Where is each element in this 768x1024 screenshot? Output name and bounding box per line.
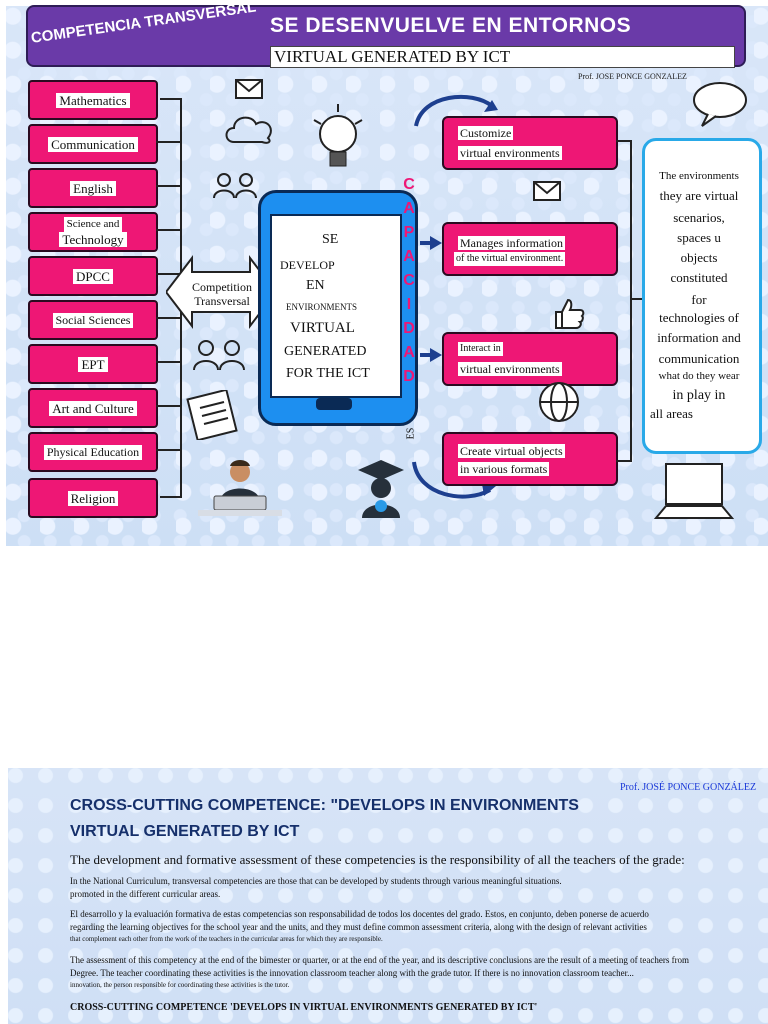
- arrow-right-icon: [430, 236, 442, 250]
- users-icon: [213, 173, 257, 199]
- curved-arrow-icon: [412, 461, 496, 499]
- subject-communication: Communication: [28, 124, 158, 164]
- competition-label: Competition Transversal: [192, 280, 252, 308]
- subject-english: English: [28, 168, 158, 208]
- globe-icon: [539, 382, 579, 422]
- document-page: [8, 768, 768, 1024]
- connector-line: [156, 449, 180, 451]
- capacidad-letter: I: [406, 296, 412, 313]
- capacidad-letter: D: [403, 368, 415, 385]
- phone-home-button: [316, 398, 352, 410]
- capacidad-letter: A: [403, 200, 415, 217]
- definition-line: what do they wear: [658, 370, 740, 382]
- subject-social-sciences: Social Sciences: [28, 300, 158, 340]
- laptop-icon: [653, 463, 735, 519]
- connector-line: [156, 361, 180, 363]
- capacity-manages-information: Manages information of the virtual envir…: [442, 222, 618, 276]
- paragraph-line: promoted in the different curricular are…: [70, 889, 221, 899]
- definition-line: all areas: [650, 406, 693, 421]
- thumbs-up-icon: [555, 298, 585, 329]
- connector-line: [156, 185, 180, 187]
- document-author: Prof. JOSÉ PONCE GONZÁLEZ: [620, 782, 757, 793]
- capacidad-es-label: ES: [405, 427, 417, 440]
- infographic-title: SE DESENVUELVE EN ENTORNOS: [270, 14, 632, 37]
- paragraph-line: El desarrollo y la evaluación formativa …: [70, 909, 649, 919]
- arrow-shaft: [420, 241, 432, 245]
- definition-line: objects: [680, 250, 718, 265]
- graduate-icon: [358, 460, 404, 518]
- subject-dpcc: DPCC: [28, 256, 158, 296]
- definition-line: for: [691, 292, 707, 307]
- capacidad-letter: A: [403, 344, 415, 361]
- phone-screen: SE DEVELOP EN ENVIRONMENTS VIRTUAL GENER…: [270, 214, 402, 398]
- speech-bubble-icon: [693, 82, 747, 127]
- capacidad-letter: C: [403, 272, 415, 289]
- envelope-icon: [235, 79, 263, 99]
- definition-line: The environments: [659, 170, 739, 182]
- environments-definition-box: [642, 138, 762, 454]
- arrow-right-icon: [430, 348, 442, 362]
- definition-line: spaces u: [677, 230, 721, 245]
- users-icon: [193, 340, 245, 371]
- definition-line: scenarios,: [673, 210, 725, 225]
- capacity-customize: Customize virtual environments: [442, 116, 618, 170]
- phone-text: VIRTUAL: [290, 320, 355, 336]
- capacidad-letter: C: [403, 176, 415, 193]
- connector-line: [156, 405, 180, 407]
- connector-line: [156, 141, 180, 143]
- document-intro: The development and formative assessment…: [70, 852, 685, 867]
- student-at-laptop-icon: [198, 460, 282, 516]
- arrow-shaft: [420, 353, 432, 357]
- paragraph-line: The assessment of this competency at the…: [70, 955, 690, 965]
- connector-line: [156, 317, 180, 319]
- connector-line: [156, 229, 180, 231]
- capacities-bracket: [616, 140, 632, 462]
- capacity-create-objects: Create virtual objects in various format…: [442, 432, 618, 486]
- capacidad-letter: P: [403, 224, 415, 241]
- subject-religion: Religion: [28, 478, 158, 518]
- subject-ept: EPT: [28, 344, 158, 384]
- phone-text: FOR THE ICT: [286, 366, 370, 381]
- definition-line: information and: [657, 330, 741, 345]
- phone-text: ENVIRONMENTS: [286, 302, 357, 312]
- definition-line: in play in: [672, 388, 726, 403]
- phone-text: GENERATED: [284, 344, 367, 359]
- subject-physical-education: Physical Education: [28, 432, 158, 472]
- capacidad-letter: D: [403, 320, 415, 337]
- paragraph-line: In the National Curriculum, transversal …: [70, 876, 562, 886]
- subject-art-culture: Art and Culture: [28, 388, 158, 428]
- phone-text: DEVELOP: [280, 258, 335, 272]
- paragraph-line: that complement each other from the work…: [70, 935, 383, 943]
- subject-science-technology: Science and Technology: [28, 212, 158, 252]
- definition-line: technologies of: [659, 310, 739, 325]
- connector-line: [630, 298, 642, 300]
- paragraph-line: regarding the learning objectives for th…: [70, 922, 647, 932]
- document-icon: [186, 390, 238, 440]
- paragraph-line: innovation, the person responsible for c…: [70, 981, 290, 989]
- infographic-subtitle: VIRTUAL GENERATED BY ICT: [270, 46, 735, 68]
- author-credit: Prof. JOSE PONCE GONZALEZ: [578, 72, 687, 81]
- cloud-icon: [225, 116, 272, 144]
- definition-line: communication: [658, 351, 740, 366]
- lightbulb-icon: [313, 104, 363, 167]
- definition-line: constituted: [670, 270, 728, 285]
- phone-text: SE: [322, 232, 339, 247]
- capacity-interact: Interact in virtual environments: [442, 332, 618, 386]
- paragraph-line: Degree. The teacher coordinating these a…: [70, 968, 634, 978]
- double-arrow-icon: [166, 255, 276, 329]
- document-footer-title: CROSS-CUTTING COMPETENCE 'DEVELOPS IN VI…: [70, 1002, 538, 1013]
- curved-arrow-icon: [414, 94, 498, 127]
- subject-mathematics: Mathematics: [28, 80, 158, 120]
- definition-line: they are virtual: [659, 188, 739, 203]
- phone-text: EN: [306, 278, 325, 293]
- connector-line: [156, 273, 180, 275]
- document-heading: CROSS-CUTTING COMPETENCE: "DEVELOPS IN E…: [70, 797, 579, 814]
- capacidad-letter: A: [403, 248, 415, 265]
- envelope-icon: [533, 181, 561, 201]
- document-heading: VIRTUAL GENERATED BY ICT: [70, 823, 300, 840]
